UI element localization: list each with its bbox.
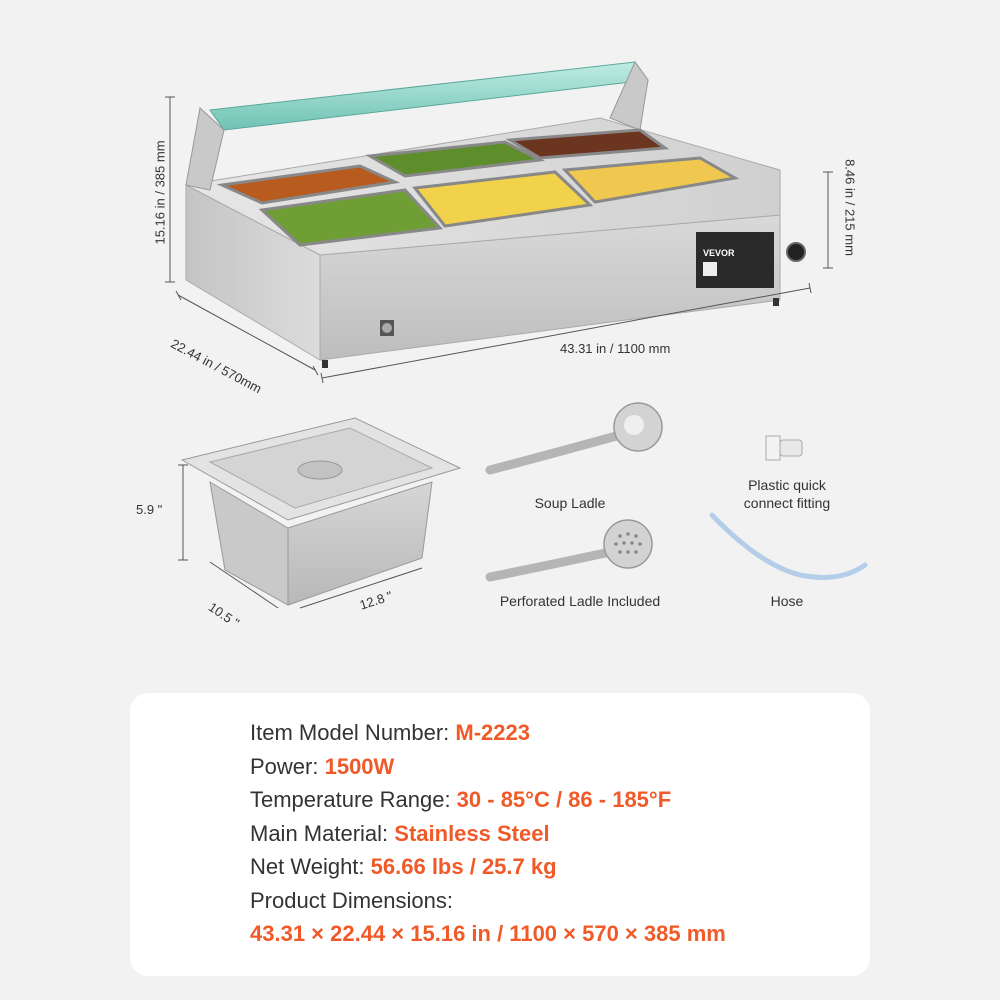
spec-dimensions-label: Product Dimensions: xyxy=(250,887,453,913)
food-pan-illustration xyxy=(178,417,462,609)
spec-dimensions-value: 43.31 × 22.44 × 15.16 in / 1100 × 570 × … xyxy=(250,921,726,946)
food-warmer-illustration: VEVOR xyxy=(165,61,833,384)
spec-card xyxy=(130,693,870,976)
soup-ladle-caption: Soup Ladle xyxy=(534,495,606,511)
soup-ladle-icon xyxy=(485,402,663,475)
height-dimension: 15.16 in / 385 mm xyxy=(152,140,168,245)
width-dimension: 43.31 in / 1100 mm xyxy=(560,341,671,356)
brand-logo: VEVOR xyxy=(703,248,735,258)
fitting-caption: Plastic quick connect fitting xyxy=(743,477,831,511)
side-height-dimension: 8.46 in / 215 mm xyxy=(842,159,858,256)
pan-height-dimension: 5.9 " xyxy=(136,502,163,517)
quick-connect-fitting-icon xyxy=(765,435,803,461)
spec-model: Item Model Number: M-2223 xyxy=(250,720,530,745)
dimension-lines xyxy=(165,96,833,384)
perforated-ladle-caption: Perforated Ladle Included xyxy=(499,593,661,609)
spec-temperature: Temperature Range: 30 - 85°C / 86 - 185°… xyxy=(250,787,672,812)
spec-list: Item Model Number: M-2223 Power: 1500W T… xyxy=(250,716,726,951)
spec-power: Power: 1500W xyxy=(250,753,395,779)
perforated-ladle-icon xyxy=(485,519,653,582)
hose-icon xyxy=(709,512,868,580)
spec-weight: Net Weight: 56.66 lbs / 25.7 kg xyxy=(250,854,557,879)
control-knob xyxy=(786,242,806,262)
hose-caption: Hose xyxy=(770,593,804,609)
spec-material: Main Material: Stainless Steel xyxy=(250,820,550,846)
